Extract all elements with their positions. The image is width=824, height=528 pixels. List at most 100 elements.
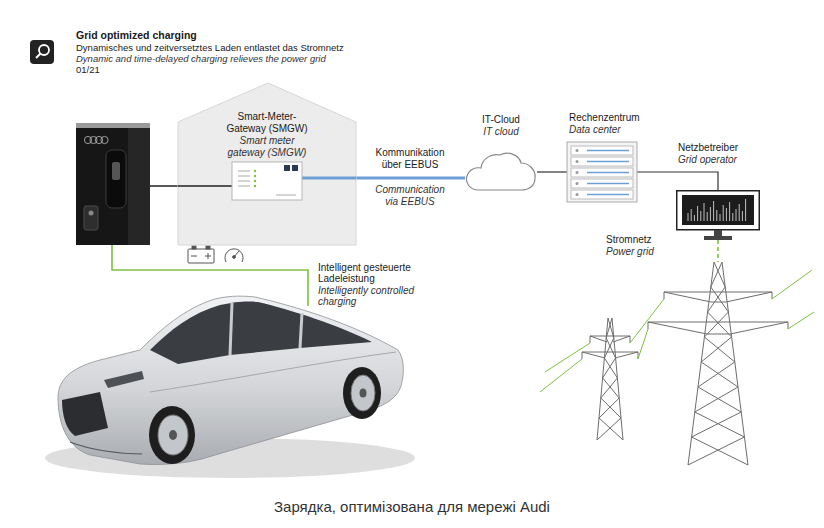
chart-bar xyxy=(745,199,746,221)
label-anchor: Intelligently controlled charging xyxy=(318,285,438,307)
pylon-arm xyxy=(648,322,707,334)
device-marking xyxy=(276,195,296,196)
node-text-block: RechenzentrumData center xyxy=(569,112,659,136)
device-led xyxy=(254,180,256,182)
node-subheading: Power grid xyxy=(606,246,696,258)
edge-label: Kommunikation über EEBUS xyxy=(370,147,450,171)
chart-bar xyxy=(713,201,714,221)
device-led xyxy=(254,175,256,177)
device-marking xyxy=(238,186,250,187)
insulator xyxy=(664,292,665,299)
network-link xyxy=(537,171,567,172)
search-icon xyxy=(30,40,54,64)
gateway-house: Smart-Meter-Gateway (SMGW)Smart meter ga… xyxy=(178,83,356,245)
pylon-arm xyxy=(590,336,630,337)
node-text-block: Smart-Meter-Gateway (SMGW)Smart meter ga… xyxy=(224,111,310,159)
rack-light xyxy=(587,161,629,163)
monitor-base xyxy=(704,236,732,240)
node-subheading: Grid operator xyxy=(678,154,768,166)
car-pillar xyxy=(300,313,302,348)
cloud-node: IT-CloudIT cloud xyxy=(465,150,537,192)
network-link xyxy=(637,172,718,190)
callout-label: Intelligently controlled charging xyxy=(318,285,438,307)
node-subheading: IT cloud xyxy=(456,126,546,138)
power-wire xyxy=(150,185,178,187)
car-hub xyxy=(169,430,177,440)
data-link xyxy=(356,177,465,180)
car-tyre xyxy=(149,406,195,464)
wallbox-side xyxy=(128,128,150,245)
chart-bar xyxy=(729,202,730,221)
issue-number: 01/21 xyxy=(76,64,136,75)
rack-light xyxy=(587,150,629,152)
icon-ground xyxy=(30,40,54,64)
chart-bar xyxy=(736,209,737,221)
car-body xyxy=(58,296,403,464)
monitor-screen xyxy=(682,195,754,225)
insulator xyxy=(772,292,773,299)
grid-operator-node: NetzbetreiberGrid operator xyxy=(676,190,760,240)
car-pillar xyxy=(230,303,232,355)
insulator xyxy=(582,352,583,359)
rack-outline xyxy=(567,142,637,202)
chart-bar xyxy=(739,204,740,221)
rack-slot xyxy=(571,179,633,188)
pylon-arm xyxy=(730,322,788,334)
node-shape xyxy=(540,262,790,467)
gauge-icon xyxy=(225,249,243,262)
power-line xyxy=(788,312,814,329)
node-shape xyxy=(178,83,356,245)
rack-slot xyxy=(571,190,633,199)
chart-bar xyxy=(688,213,689,221)
rack-dot xyxy=(576,171,579,174)
edge-label-anchor: Kommunikation über EEBUS xyxy=(370,147,450,171)
rack-dot xyxy=(576,193,579,196)
node-heading: Stromnetz xyxy=(606,234,696,246)
chart-bar xyxy=(710,207,711,221)
insulator xyxy=(590,336,591,343)
wallbox-pin xyxy=(89,211,94,216)
device-marking xyxy=(238,176,250,177)
rack-slot xyxy=(571,157,633,166)
control-link xyxy=(717,240,719,262)
device-button xyxy=(284,165,290,171)
battery-icon xyxy=(188,246,214,263)
car-rim xyxy=(158,415,188,455)
node-heading: Rechenzentrum xyxy=(569,112,659,124)
icon-handle xyxy=(36,54,41,59)
rack-dot xyxy=(576,182,579,185)
chart-bar xyxy=(723,205,724,221)
gauge-arc xyxy=(225,249,243,262)
pylon-arm xyxy=(664,292,711,302)
battery-terminal xyxy=(192,246,196,249)
node-heading: Smart-Meter-Gateway (SMGW) xyxy=(224,111,310,135)
chart-bar xyxy=(691,209,692,221)
power-line xyxy=(630,299,664,343)
title: Grid optimized charging xyxy=(76,29,416,42)
node-heading: Netzbetreiber xyxy=(678,142,768,154)
chart-bar xyxy=(732,213,733,221)
insulator xyxy=(788,322,789,329)
pylon-arm xyxy=(664,292,772,293)
node-subheading: Data center xyxy=(569,124,659,136)
monitor-stand xyxy=(714,230,722,236)
label-anchor: Dynamisches und zeitversetztes Laden ent… xyxy=(76,42,396,53)
power-pylons xyxy=(582,262,788,465)
data-center-node: RechenzentrumData center xyxy=(567,142,637,202)
pylon-arm xyxy=(613,336,630,342)
data-wire xyxy=(302,177,356,180)
pylon-arm xyxy=(648,322,788,323)
pylon-arm xyxy=(726,292,772,302)
pylon-arm xyxy=(590,336,607,342)
car-hub xyxy=(360,389,367,398)
wallbox-light xyxy=(112,162,120,180)
pylon-arm xyxy=(582,352,638,353)
cloud-outline xyxy=(467,153,536,190)
charging-line xyxy=(112,245,308,306)
power-wire xyxy=(178,185,232,187)
node-text-block: StromnetzPower grid xyxy=(606,234,696,258)
house-outline xyxy=(178,83,356,245)
